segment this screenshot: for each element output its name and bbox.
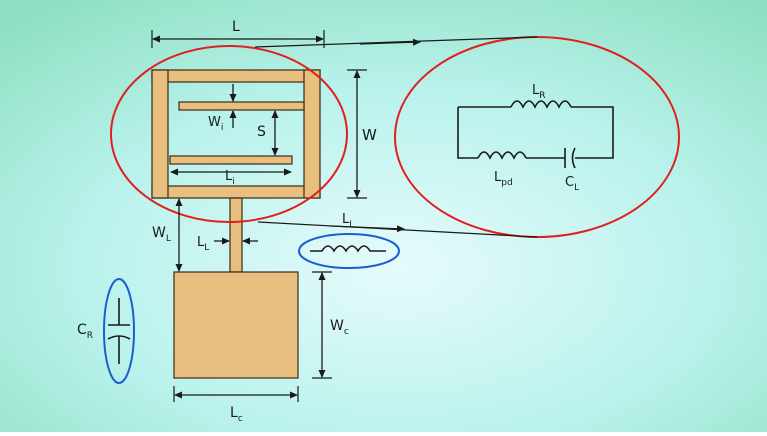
zoom-arrow-top xyxy=(359,38,421,46)
label-S: S xyxy=(257,124,266,140)
label-Lpd: Lpd xyxy=(494,170,513,188)
dimension-lines xyxy=(151,30,367,402)
capacitor-CL-plate-b xyxy=(571,147,576,169)
finger-upper xyxy=(178,101,305,111)
labels: L W Wi S Li WL LL LL Wc Lc CR LR Lpd CL xyxy=(77,19,579,424)
label-CL: CL xyxy=(565,175,579,193)
label-WL: WL xyxy=(152,225,171,244)
label-Li: Li xyxy=(225,169,235,187)
finger-lower xyxy=(169,155,293,165)
label-Wi: Wi xyxy=(208,115,223,133)
wire-left xyxy=(457,107,478,159)
antenna-metal xyxy=(151,69,321,379)
label-LL-feed: LL xyxy=(197,235,209,253)
equivalent-circuit xyxy=(457,100,614,169)
frame-bottom-bar xyxy=(151,185,321,199)
capacitor-CR-callout xyxy=(103,278,135,384)
label-LL-inductor: LL xyxy=(342,212,354,230)
label-LR: LR xyxy=(532,83,546,101)
zoom-callout xyxy=(110,36,680,238)
frame-left-bar xyxy=(151,69,169,199)
frame-top-bar xyxy=(151,69,321,83)
capacitor-plate xyxy=(173,271,299,379)
frame-right-bar xyxy=(303,69,321,199)
label-L: L xyxy=(232,19,240,35)
label-W: W xyxy=(362,126,377,144)
label-CR: CR xyxy=(77,322,93,341)
inductor-Lpd-icon xyxy=(477,151,527,160)
label-Lc: Lc xyxy=(230,405,243,424)
zoom-arrow-bottom xyxy=(329,225,405,233)
inductor-LR-icon xyxy=(510,100,572,109)
zoom-line-top xyxy=(254,36,538,48)
zoom-source-ellipse xyxy=(110,45,348,223)
capacitor-CR-ellipse xyxy=(103,278,135,384)
inductor-LL-icon xyxy=(310,245,386,253)
label-Wc: Wc xyxy=(330,318,349,337)
wire-right xyxy=(571,106,614,159)
inductor-LL-ellipse xyxy=(298,233,400,269)
feed-line xyxy=(229,197,243,273)
inductor-LL-callout xyxy=(298,233,400,269)
